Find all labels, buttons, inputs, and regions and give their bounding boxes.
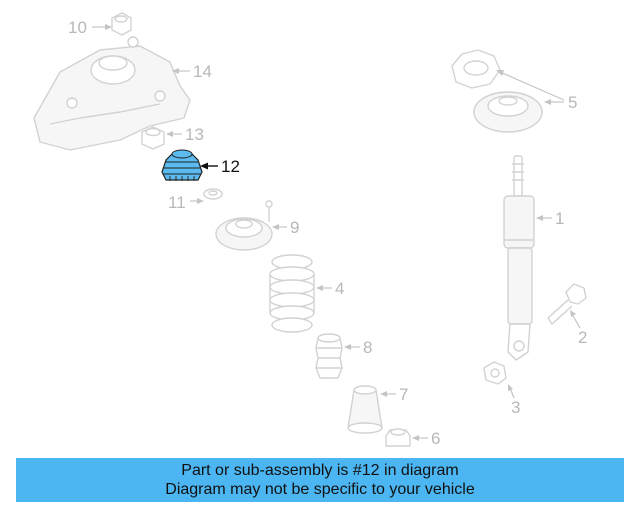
svg-text:14: 14 (193, 62, 212, 81)
callout-4: 4 (316, 279, 344, 298)
part-4-coil-spring (269, 254, 315, 333)
svg-text:13: 13 (185, 125, 204, 144)
svg-text:2: 2 (578, 328, 587, 347)
callout-9: 9 (272, 218, 299, 237)
svg-text:1: 1 (555, 209, 564, 228)
svg-text:4: 4 (335, 279, 344, 298)
callout-8: 8 (344, 338, 372, 357)
part-12-highlighted (161, 149, 203, 181)
callout-7: 7 (380, 385, 408, 404)
svg-text:7: 7 (399, 385, 408, 404)
part-5-spring-seat (451, 49, 543, 133)
svg-text:8: 8 (363, 338, 372, 357)
part-8-bump-stop (315, 333, 343, 379)
callout-12: 12 (200, 157, 240, 176)
caption-banner: Part or sub-assembly is #12 in diagram D… (16, 458, 624, 502)
svg-text:10: 10 (68, 18, 87, 37)
callout-10: 10 (68, 18, 112, 37)
callout-5: 5 (496, 70, 577, 112)
part-9-bearing (215, 200, 273, 251)
svg-text:6: 6 (431, 429, 440, 448)
part-2-bolt (547, 283, 587, 325)
svg-text:3: 3 (511, 398, 520, 417)
callout-1: 1 (536, 209, 564, 228)
part-1-shock-absorber (503, 155, 535, 361)
part-14-strut-mount (33, 36, 191, 151)
caption-line-2: Diagram may not be specific to your vehi… (165, 481, 475, 498)
callout-13: 13 (166, 125, 204, 144)
svg-text:11: 11 (168, 193, 186, 212)
part-3-nut (483, 361, 507, 385)
part-11-washer (203, 188, 223, 200)
part-10-nut (111, 12, 132, 36)
callout-11: 11 (168, 193, 204, 212)
caption-line-1: Part or sub-assembly is #12 in diagram (181, 462, 459, 479)
svg-text:12: 12 (221, 157, 240, 176)
part-6-cap (385, 428, 411, 447)
callout-2: 2 (570, 310, 587, 347)
svg-text:5: 5 (568, 93, 577, 112)
callout-3: 3 (508, 384, 520, 417)
callout-14: 14 (172, 62, 212, 81)
svg-text:9: 9 (290, 218, 299, 237)
part-13-nut (141, 126, 165, 150)
callout-6: 6 (412, 429, 440, 448)
part-7-dust-boot (347, 385, 383, 434)
